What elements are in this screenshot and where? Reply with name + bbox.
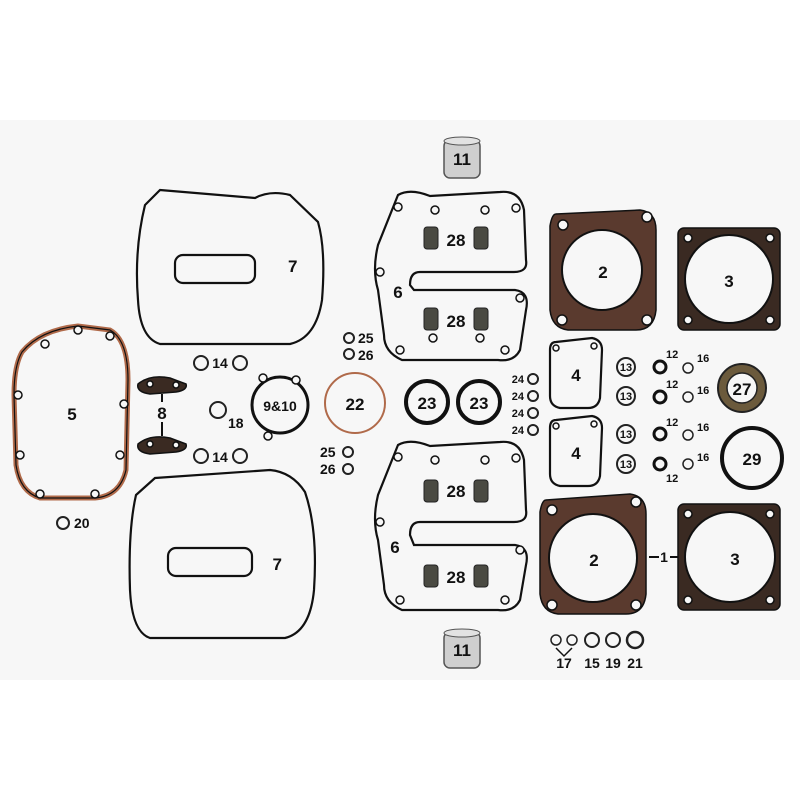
part-14-bottom xyxy=(193,448,248,464)
part-17 xyxy=(550,634,578,658)
label-7-top: 7 xyxy=(288,257,297,276)
part-7-bottom xyxy=(128,468,317,640)
label-21: 21 xyxy=(627,655,643,671)
part-19 xyxy=(605,632,621,648)
label-27: 27 xyxy=(733,380,752,399)
label-25-bottom: 25 xyxy=(320,444,336,460)
label-12-c: 12 xyxy=(666,417,678,429)
label-24-a: 24 xyxy=(512,374,525,386)
label-11-top: 11 xyxy=(453,150,471,169)
part-7-top xyxy=(135,188,325,346)
label-6-bottom: 6 xyxy=(390,538,399,557)
label-26-bottom: 26 xyxy=(320,461,336,477)
part-8 xyxy=(137,376,188,455)
part-6-top xyxy=(373,190,528,362)
part-11-bottom xyxy=(443,628,481,669)
label-14-bottom: 14 xyxy=(212,449,228,465)
part-13-group xyxy=(616,357,636,474)
label-24-b: 24 xyxy=(512,391,525,403)
label-13-d: 13 xyxy=(620,459,632,471)
label-23-right: 23 xyxy=(470,394,489,413)
label-15: 15 xyxy=(584,655,600,671)
label-3-bottom: 3 xyxy=(730,550,739,569)
part-4-bottom xyxy=(548,414,604,488)
label-13-a: 13 xyxy=(620,362,632,374)
label-5: 5 xyxy=(67,405,76,424)
label-28-b: 28 xyxy=(447,312,466,331)
label-12-b: 12 xyxy=(666,379,678,391)
part-4-top xyxy=(548,336,604,410)
part-12-group xyxy=(652,359,668,472)
part-2-bottom xyxy=(539,493,647,615)
part-21 xyxy=(625,630,645,650)
part-18 xyxy=(209,401,227,419)
part-16-group xyxy=(682,362,694,470)
part-11-top xyxy=(443,136,481,179)
label-12-d: 12 xyxy=(666,473,678,485)
label-4-top: 4 xyxy=(571,366,581,385)
label-13-b: 13 xyxy=(620,391,632,403)
label-24-c: 24 xyxy=(512,408,525,420)
label-9-10: 9&10 xyxy=(263,398,297,414)
part-25-26-top xyxy=(343,332,355,360)
part-28-group xyxy=(423,226,489,588)
label-28-d: 28 xyxy=(447,568,466,587)
label-16-a: 16 xyxy=(697,353,709,365)
part-23-right xyxy=(456,379,502,425)
label-18: 18 xyxy=(228,415,244,431)
label-26-top: 26 xyxy=(358,347,374,363)
label-19: 19 xyxy=(605,655,621,671)
part-20 xyxy=(56,516,70,530)
part-5 xyxy=(11,323,131,501)
part-3-bottom xyxy=(677,503,781,611)
part-23-left xyxy=(404,379,450,425)
part-9-10 xyxy=(250,373,310,441)
label-23-left: 23 xyxy=(418,394,437,413)
part-15 xyxy=(584,632,600,648)
label-29: 29 xyxy=(743,450,762,469)
label-20: 20 xyxy=(74,515,90,531)
label-8: 8 xyxy=(157,404,166,423)
part-27 xyxy=(717,363,767,413)
part-25-26-bottom xyxy=(342,446,354,475)
label-4-bottom: 4 xyxy=(571,444,581,463)
label-25-top: 25 xyxy=(358,330,374,346)
label-3-top: 3 xyxy=(724,272,733,291)
label-14-top: 14 xyxy=(212,355,228,371)
part-2-top xyxy=(549,209,657,331)
label-12-a: 12 xyxy=(666,349,678,361)
part-3-top xyxy=(677,227,781,331)
label-24-d: 24 xyxy=(512,425,525,437)
part-29 xyxy=(720,426,784,490)
part-6-bottom xyxy=(373,440,528,612)
label-2-top: 2 xyxy=(598,263,607,282)
part-22 xyxy=(324,372,386,434)
label-16-c: 16 xyxy=(697,422,709,434)
label-22: 22 xyxy=(346,395,365,414)
label-7-bottom: 7 xyxy=(273,555,282,574)
label-11-bottom: 11 xyxy=(453,641,471,660)
label-6-top: 6 xyxy=(393,283,402,302)
label-17: 17 xyxy=(556,655,572,671)
label-16-d: 16 xyxy=(697,452,709,464)
part-24-group xyxy=(527,373,539,436)
label-2-bottom: 2 xyxy=(589,551,598,570)
label-13-c: 13 xyxy=(620,429,632,441)
label-16-b: 16 xyxy=(697,385,709,397)
part-14-top xyxy=(193,355,248,371)
label-28-c: 28 xyxy=(447,482,466,501)
label-1: 1 xyxy=(660,549,668,565)
label-28-a: 28 xyxy=(447,231,466,250)
